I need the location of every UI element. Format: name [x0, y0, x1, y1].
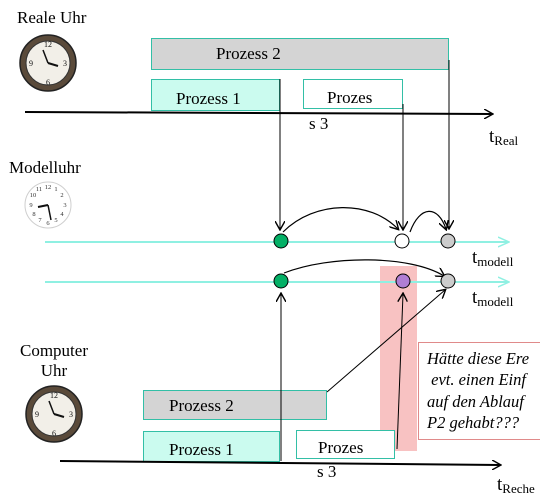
- real-process-1-box: Prozess 1: [151, 79, 280, 111]
- model-axis-1-label: tmodell: [472, 247, 514, 269]
- note-line-2: evt. einen Einf: [427, 370, 526, 390]
- computer-process-1-label: Prozess 1: [169, 440, 234, 459]
- svg-text:8: 8: [32, 211, 35, 218]
- svg-text:9: 9: [35, 410, 39, 419]
- computer-process-2-box: Prozess 2: [143, 390, 327, 420]
- svg-text:3: 3: [63, 202, 66, 209]
- svg-text:3: 3: [63, 59, 67, 68]
- computer-process-1-box: Prozess 1: [143, 431, 280, 462]
- svg-text:3: 3: [69, 410, 73, 419]
- svg-text:5: 5: [54, 217, 57, 224]
- svg-text:9: 9: [29, 59, 33, 68]
- real-axis-label: tReal: [489, 126, 519, 148]
- model-1-curve-a: [282, 207, 398, 233]
- svg-text:12: 12: [44, 40, 52, 49]
- svg-text:1: 1: [54, 186, 57, 193]
- real-process-1-label: Prozess 1: [176, 89, 241, 108]
- svg-text:9: 9: [29, 202, 32, 209]
- real-clock-icon: 12 3 6 9: [19, 34, 77, 92]
- computer-process-2-label: Prozess 2: [169, 396, 234, 415]
- svg-text:2: 2: [60, 192, 63, 199]
- model-clock-label: Modelluhr: [9, 158, 81, 177]
- svg-text:12: 12: [45, 184, 52, 191]
- model-1-curve-b: [409, 210, 446, 233]
- event-dot-p1-model-2: [273, 273, 289, 289]
- event-dot-p2-model-2: [440, 273, 456, 289]
- note-line-3: auf den Ablauf: [427, 391, 524, 411]
- computer-clock-icon: 12 3 6 9: [25, 385, 83, 443]
- note-line-1: Hätte diese Ere: [427, 349, 530, 368]
- real-process-3-box: Prozes: [303, 79, 403, 109]
- svg-text:10: 10: [30, 192, 37, 199]
- svg-text:4: 4: [60, 211, 64, 218]
- real-time-axis: [24, 112, 492, 114]
- real-clock-label: Reale Uhr: [17, 8, 87, 27]
- svg-text:12: 12: [50, 391, 58, 400]
- real-process-2-box: Prozess 2: [151, 38, 449, 70]
- svg-text:11: 11: [36, 186, 42, 193]
- event-dot-p3-model-1: [394, 233, 410, 249]
- svg-text:6: 6: [46, 78, 50, 87]
- svg-text:6: 6: [52, 429, 56, 438]
- svg-text:6: 6: [46, 220, 50, 227]
- model-2-curve: [283, 259, 444, 276]
- computer-process-3-label-wrap: s 3: [317, 462, 337, 481]
- p3-computer-to-model-line: [396, 294, 403, 450]
- p2-computer-to-model-line: [326, 290, 445, 393]
- computer-time-axis: [59, 461, 500, 465]
- computer-axis-label: tReche: [497, 474, 535, 496]
- svg-text:7: 7: [38, 217, 42, 224]
- model-axis-2-label: tmodell: [472, 287, 514, 309]
- computer-process-3-label: Prozes: [318, 438, 364, 457]
- note-line-4: P2 gehabt???: [427, 413, 520, 433]
- real-process-3-label: Prozes: [327, 88, 373, 107]
- event-dot-p1-model-1: [273, 233, 289, 249]
- question-note: Hätte diese Ere evt. einen Einf auf den …: [418, 342, 540, 440]
- real-process-3-label-wrap: s 3: [309, 114, 329, 133]
- event-dot-p2-model-1: [440, 233, 456, 249]
- real-process-2-label: Prozess 2: [216, 44, 281, 63]
- computer-process-3-box: Prozes: [296, 430, 395, 459]
- computer-clock-label: Computer Uhr: [20, 341, 88, 380]
- event-dot-p3-model-2: [395, 273, 411, 289]
